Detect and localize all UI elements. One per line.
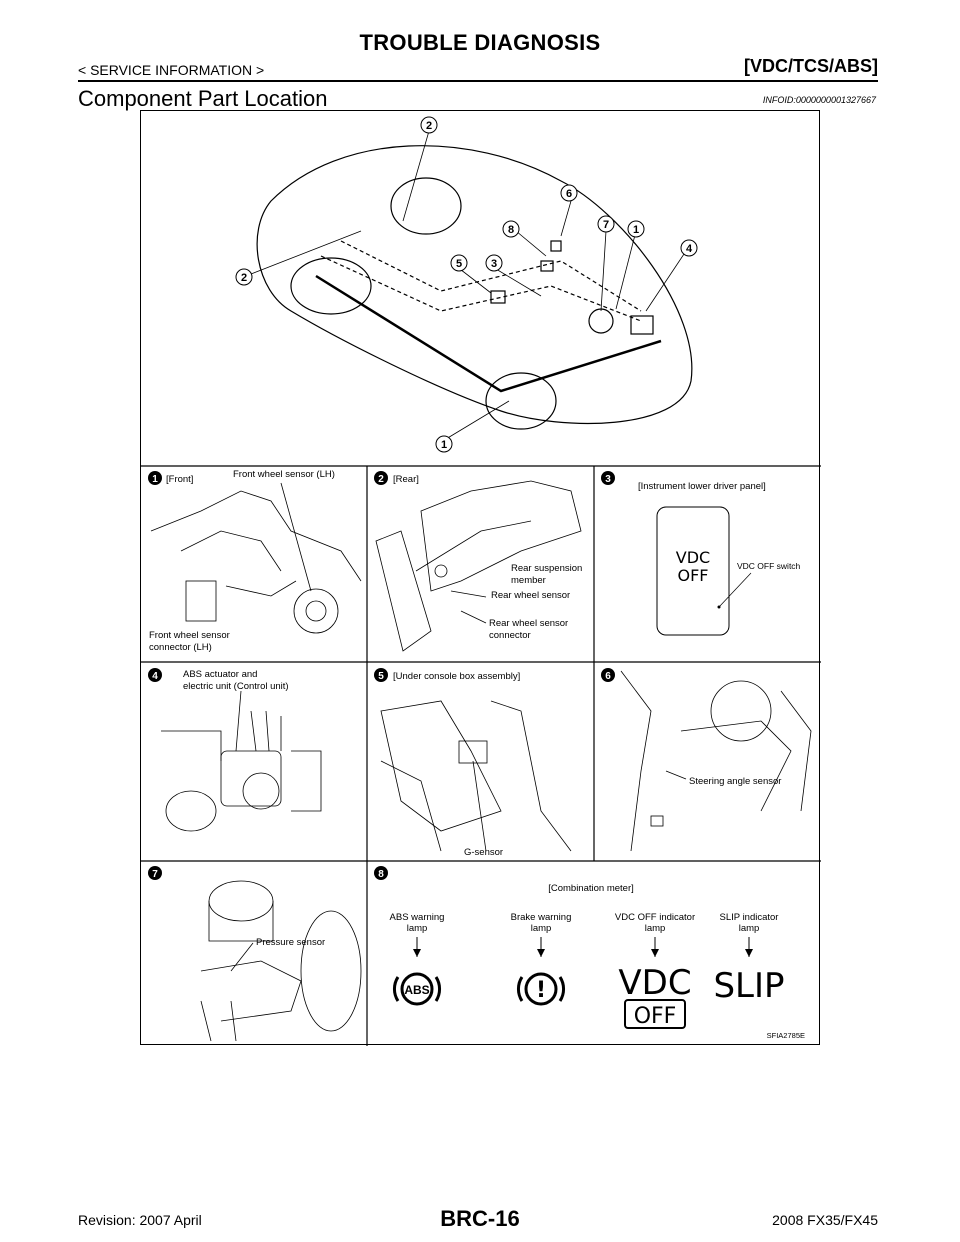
svg-text:connector: connector (489, 630, 531, 641)
svg-text:1: 1 (633, 224, 639, 236)
section-title: Component Part Location (78, 86, 328, 111)
svg-text:OFF: OFF (678, 566, 709, 585)
svg-text:7: 7 (152, 869, 158, 880)
callout-5: 5 (450, 254, 468, 272)
svg-text:Rear wheel sensor: Rear wheel sensor (491, 590, 570, 601)
callout-3: 3 (485, 254, 503, 272)
svg-text:6: 6 (605, 671, 611, 682)
svg-text:lamp: lamp (739, 923, 760, 934)
callout-8: 8 (502, 220, 520, 238)
svg-text:3: 3 (491, 258, 497, 270)
svg-text:2: 2 (241, 272, 247, 284)
svg-text:5: 5 (456, 258, 462, 270)
svg-text:Steering angle sensor: Steering angle sensor (689, 776, 781, 787)
panel-g-sensor: 5 [Under console box assembly] G-sensor (374, 668, 572, 858)
panel-combination-meter: 8 [Combination meter] ABS warning lamp A… (374, 866, 805, 1040)
svg-text:Brake warning: Brake warning (511, 912, 572, 923)
front-wheel-sensor-drawing (150, 482, 362, 634)
svg-text:VDC: VDC (676, 548, 710, 567)
overview-leader-lines (250, 130, 687, 440)
svg-text:VDC OFF indicator: VDC OFF indicator (615, 912, 695, 923)
panel-steering-angle-sensor: 6 Steering angle sensor (601, 668, 812, 852)
pressure-sensor-drawing (200, 880, 362, 1042)
svg-text:Pressure sensor: Pressure sensor (256, 937, 325, 948)
svg-text:7: 7 (603, 219, 609, 231)
svg-text:Rear wheel sensor: Rear wheel sensor (489, 618, 568, 629)
svg-text:connector (LH): connector (LH) (149, 642, 212, 653)
svg-text:6: 6 (566, 188, 572, 200)
svg-text:4: 4 (152, 671, 158, 682)
callout-6: 6 (560, 184, 578, 202)
abs-actuator-drawing (161, 690, 322, 832)
callout-4: 4 (680, 239, 698, 257)
svg-text:ABS warning: ABS warning (390, 912, 445, 923)
vdc-off-indicator-lamp: VDC OFF indicator lamp VDC OFF (615, 912, 695, 1029)
svg-text:ABS actuator and: ABS actuator and (183, 669, 257, 680)
svg-text:SLIP indicator: SLIP indicator (720, 912, 779, 923)
svg-text:[Under console box assembly]: [Under console box assembly] (393, 671, 520, 682)
svg-text:Front wheel sensor (LH): Front wheel sensor (LH) (233, 469, 335, 480)
steering-angle-sensor-drawing (620, 670, 812, 852)
svg-text:[Front]: [Front] (166, 474, 193, 485)
svg-text:1: 1 (152, 474, 158, 485)
panel-front-wheel-sensor: 1 [Front] Front wheel sensor (LH) Front … (148, 469, 362, 653)
svg-text:electric unit (Control unit): electric unit (Control unit) (183, 681, 289, 692)
svg-text:VDC OFF switch: VDC OFF switch (737, 561, 801, 571)
svg-text:VDC: VDC (618, 963, 691, 1003)
svg-text:Rear suspension: Rear suspension (511, 563, 582, 574)
svg-text:[Instrument lower driver panel: [Instrument lower driver panel] (638, 481, 766, 492)
svg-text:ABS: ABS (404, 983, 429, 997)
panel-pressure-sensor: 7 Pressure sensor (148, 866, 362, 1042)
callout-1-top: 1 (627, 220, 645, 238)
callout-1-bottom: 1 (435, 435, 453, 453)
svg-text:lamp: lamp (531, 923, 552, 934)
callout-2-top: 2 (420, 116, 438, 134)
svg-text:G-sensor: G-sensor (464, 847, 503, 858)
svg-text:lamp: lamp (407, 923, 428, 934)
svg-text:member: member (511, 575, 546, 586)
rear-wheel-sensor-drawing (375, 480, 582, 652)
vehicle-model: 2008 FX35/FX45 (772, 1212, 878, 1228)
panel-vdc-off-switch: 3 [Instrument lower driver panel] VDC OF… (601, 471, 801, 636)
section-breadcrumb: < SERVICE INFORMATION > (78, 62, 265, 78)
system-tag: [VDC/TCS/ABS] (744, 56, 878, 76)
g-sensor-drawing (380, 700, 572, 852)
svg-text:2: 2 (378, 474, 384, 485)
revision-date: Revision: 2007 April (78, 1212, 202, 1228)
info-id: INFOID:0000000001327667 (762, 95, 876, 105)
slip-indicator-lamp: SLIP indicator lamp SLIP (713, 912, 784, 1006)
component-location-figure: 2 6 7 1 4 8 5 3 2 1 1 [Front] Front whee… (140, 110, 821, 1046)
page-header-title: TROUBLE DIAGNOSIS (359, 30, 601, 55)
page-number: BRC-16 (440, 1206, 520, 1231)
svg-text:8: 8 (508, 224, 514, 236)
svg-text:3: 3 (605, 474, 611, 485)
abs-warning-lamp: ABS warning lamp ABS (390, 912, 445, 1006)
svg-text:SLIP: SLIP (713, 966, 784, 1006)
vdc-off-switch-panel (656, 506, 730, 636)
overview-callouts: 2 6 7 1 4 8 5 3 2 1 (235, 116, 698, 453)
svg-text:5: 5 (378, 671, 384, 682)
svg-text:OFF: OFF (634, 1004, 677, 1029)
svg-text:2: 2 (426, 120, 432, 132)
svg-text:!: ! (536, 978, 546, 1003)
brake-warning-lamp: Brake warning lamp ! (511, 912, 572, 1006)
svg-text:Front wheel sensor: Front wheel sensor (149, 630, 230, 641)
svg-text:[Combination meter]: [Combination meter] (548, 883, 634, 894)
svg-text:8: 8 (378, 869, 384, 880)
vehicle-overview-drawing (256, 145, 693, 430)
panel-abs-actuator: 4 ABS actuator and electric unit (Contro… (148, 668, 322, 832)
header-rule (78, 80, 878, 82)
svg-text:SFIA2785E: SFIA2785E (767, 1031, 805, 1040)
panel-rear-wheel-sensor: 2 [Rear] Rear suspension member Rear whe… (374, 471, 582, 652)
svg-text:[Rear]: [Rear] (393, 474, 419, 485)
callout-7: 7 (597, 215, 615, 233)
svg-text:4: 4 (686, 243, 693, 255)
callout-2-left: 2 (235, 268, 253, 286)
figure-grid (141, 465, 821, 1046)
svg-text:lamp: lamp (645, 923, 666, 934)
svg-text:1: 1 (441, 439, 447, 451)
